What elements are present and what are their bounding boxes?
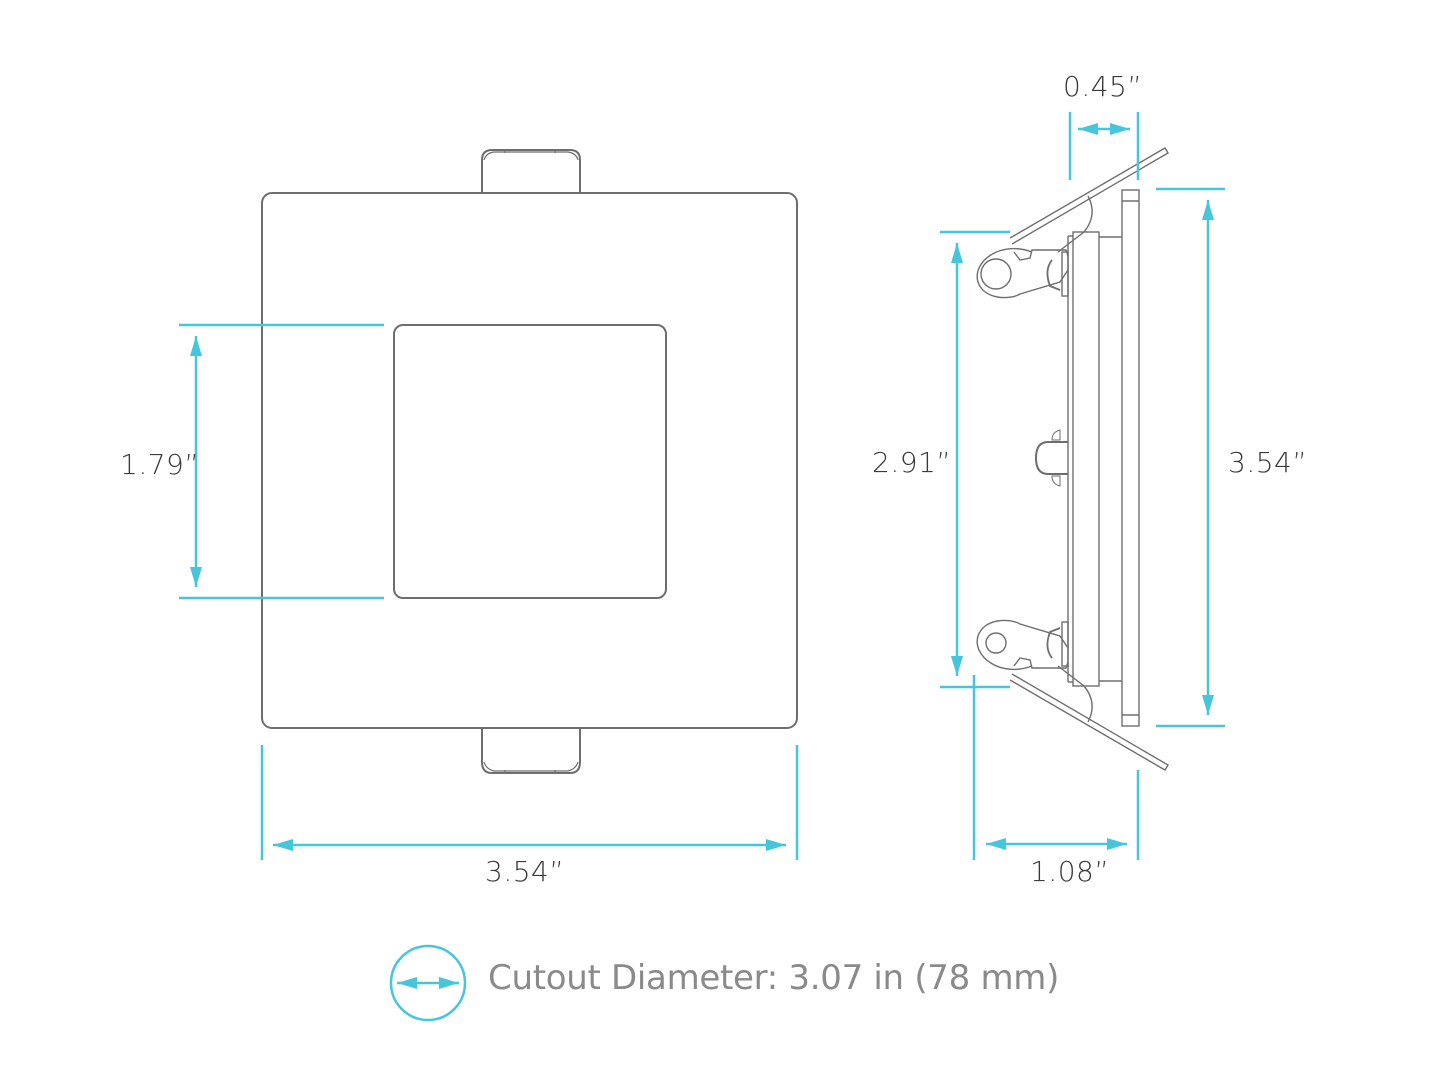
middle-connector-clip	[1034, 429, 1068, 487]
front-view	[261, 149, 798, 774]
cutout-diameter-text: Cutout Diameter: 3.07 in (78 mm)	[488, 958, 1060, 998]
label-side-depth-top: 0.45”	[1063, 70, 1143, 103]
dim-side-depth-bottom	[972, 675, 1140, 860]
dim-side-depth-top	[1068, 112, 1140, 180]
label-front-width: 3.54”	[485, 855, 565, 888]
side-trim-flange	[1121, 189, 1140, 727]
label-aperture-height: 1.79”	[120, 448, 200, 481]
bottom-spring-clip	[976, 619, 1169, 771]
bottom-clip-tab	[481, 728, 581, 774]
dim-front-width	[260, 745, 799, 860]
side-view	[976, 147, 1169, 771]
label-side-height: 3.54”	[1228, 446, 1308, 479]
side-housing	[1072, 231, 1100, 687]
dim-side-height	[1156, 187, 1225, 728]
label-side-depth-bottom: 1.08”	[1030, 855, 1110, 888]
top-spring-clip	[976, 147, 1169, 299]
top-clip-tab	[481, 149, 581, 193]
dim-aperture-height	[179, 323, 384, 600]
label-side-clip-span: 2.91”	[872, 446, 952, 479]
cutout-diameter-icon	[389, 944, 467, 1022]
inner-lens	[393, 324, 667, 599]
